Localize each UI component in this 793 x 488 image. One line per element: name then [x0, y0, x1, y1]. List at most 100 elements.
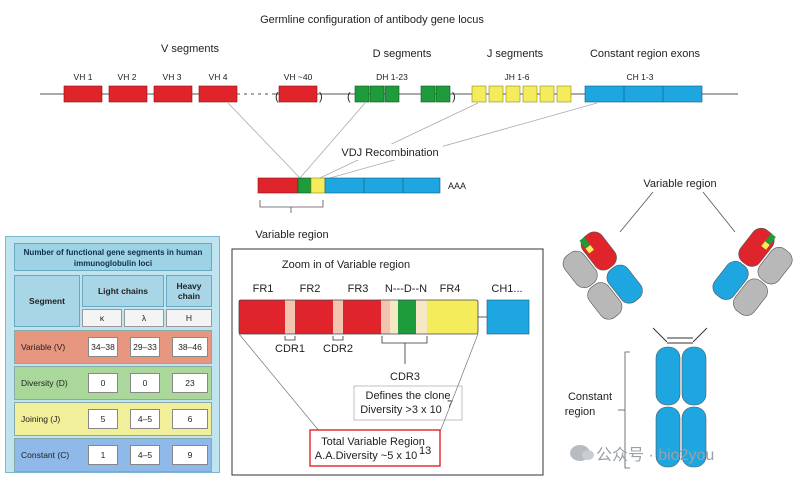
cdr1-label: CDR1	[275, 343, 305, 355]
rearranged-c	[324, 177, 441, 194]
total-exponent: 13	[419, 445, 431, 457]
left-light-constant	[587, 282, 623, 320]
right-light-variable	[757, 247, 793, 285]
left-fab-arm	[562, 231, 643, 320]
clone-exponent: 7	[447, 399, 453, 411]
total-line	[238, 333, 321, 433]
heavy-chain-header: Heavy chain	[166, 275, 212, 307]
vh40-label: VH ~40	[284, 72, 313, 82]
fr3-label: FR3	[348, 283, 369, 295]
rearranged-d	[297, 177, 312, 194]
jh-label: JH 1-6	[504, 72, 529, 82]
vh40-close-paren: )	[319, 91, 323, 103]
cell-l: 4–5	[130, 409, 160, 429]
jh-segment	[488, 85, 504, 103]
total-line2: A.A.Diversity ~5 x 10	[315, 450, 417, 462]
recomb-line	[329, 102, 598, 179]
row-label: Joining (J)	[21, 414, 61, 424]
ab-variable-label: Variable region	[643, 178, 716, 190]
fr2-block	[295, 300, 333, 334]
cell-k: 1	[88, 445, 118, 465]
jh-segment	[522, 85, 538, 103]
fr1-block	[239, 300, 285, 334]
dh-segment	[384, 85, 400, 103]
cdr3-bracket	[381, 336, 428, 344]
cdr2-block	[333, 300, 343, 334]
fr4-label: FR4	[440, 283, 461, 295]
ab-variable-pointer	[702, 191, 736, 233]
row-label: Diversity (D)	[21, 378, 68, 388]
total-line1: Total Variable Region	[321, 436, 425, 448]
cdr1-bracket	[284, 336, 296, 341]
right-fab-arm	[712, 227, 793, 316]
ab-constant-label-2: region	[565, 406, 596, 418]
left-light-variable	[562, 250, 598, 289]
j-segments-label: J segments	[487, 48, 544, 60]
cell-k: 34–38	[88, 337, 118, 357]
watermark: 公众号 · bio2you	[570, 441, 714, 465]
fr3-block	[343, 300, 381, 334]
right-light-constant	[733, 278, 768, 316]
cell-l: 29–33	[130, 337, 160, 357]
jh-segment	[556, 85, 572, 103]
dh-label: DH 1-23	[376, 72, 408, 82]
dh-segment	[420, 85, 436, 103]
vh3-segment	[153, 85, 193, 103]
n-region-block	[381, 300, 390, 334]
clone-callout	[353, 385, 463, 421]
ch1-label: CH1...	[491, 283, 522, 295]
vh2-segment	[108, 85, 148, 103]
segment-header: Segment	[14, 275, 80, 327]
cell-h: 38–46	[172, 337, 208, 357]
vh1-segment	[63, 85, 103, 103]
vdj-recombination-label: VDJ Recombination	[341, 147, 438, 159]
d-region-block	[398, 300, 416, 334]
cdr3-label: CDR3	[390, 371, 420, 383]
left-heavy-variable	[580, 231, 617, 271]
right-heavy-ch1	[712, 261, 749, 300]
n-region-block	[416, 300, 427, 334]
right-d-region	[764, 233, 776, 245]
vh4-label: VH 4	[209, 72, 228, 82]
vh2-label: VH 2	[118, 72, 137, 82]
cdr1-block	[285, 300, 295, 334]
rearranged-j	[310, 177, 326, 194]
vh40-segment	[278, 85, 318, 103]
cell-l: 4–5	[130, 445, 160, 465]
row-label: Constant (C)	[21, 450, 70, 460]
fc-ch3-right	[681, 406, 707, 468]
cell-h: 23	[172, 373, 208, 393]
wechat-logo-icon	[570, 445, 594, 461]
jh-segment	[505, 85, 521, 103]
kappa-header: κ	[82, 309, 122, 327]
recomb-line	[319, 102, 479, 179]
cell-h: 9	[172, 445, 208, 465]
vh1-label: VH 1	[74, 72, 93, 82]
variable-region-bracket	[259, 200, 324, 208]
vh3-label: VH 3	[163, 72, 182, 82]
dh-segment	[354, 85, 370, 103]
total-line	[439, 333, 479, 433]
ab-constant-label-1: Constant	[568, 391, 612, 403]
fc-ch3-left	[655, 406, 681, 468]
jh-segment	[471, 85, 487, 103]
gene-segment-table: Number of functional gene segments in hu…	[5, 236, 220, 473]
ch1-block	[486, 299, 530, 335]
ch-label: CH 1-3	[627, 72, 654, 82]
ch-exons	[584, 85, 703, 103]
dh-close-paren: )	[452, 91, 456, 103]
hinge	[692, 327, 708, 343]
dh-segment	[435, 85, 451, 103]
n-region-block	[390, 300, 398, 334]
table-title: Number of functional gene segments in hu…	[14, 243, 212, 271]
jh-segment	[539, 85, 555, 103]
d-segments-label: D segments	[373, 48, 432, 60]
clone-line2: Diversity >3 x 10	[360, 404, 442, 416]
ab-variable-pointer	[619, 191, 654, 233]
cell-k: 5	[88, 409, 118, 429]
fc-ch2-left	[655, 346, 681, 406]
clone-line1: Defines the clone	[366, 390, 451, 402]
fr1-label: FR1	[253, 283, 274, 295]
variable-region-label: Variable region	[255, 229, 328, 241]
